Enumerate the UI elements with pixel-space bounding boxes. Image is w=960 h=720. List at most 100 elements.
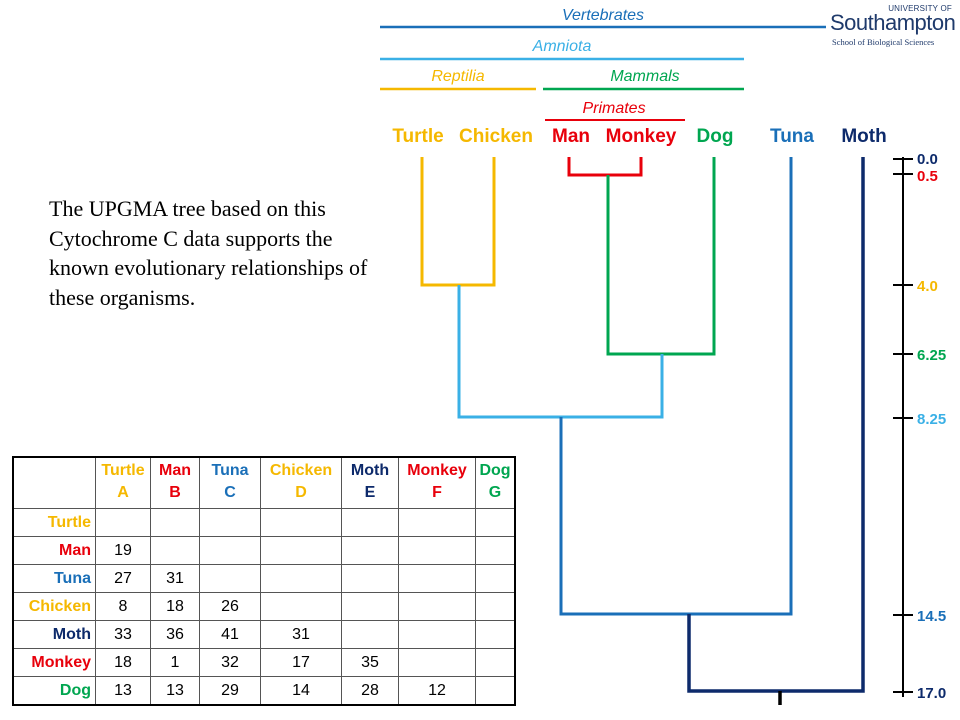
table-cell — [260, 592, 342, 621]
table-cell: 29 — [199, 676, 261, 706]
table-cell — [475, 620, 516, 649]
logo-university-of: UNIVERSITY OF — [888, 4, 952, 13]
table-cell — [150, 508, 200, 537]
row-header: Man — [12, 536, 96, 565]
table-cell — [398, 564, 476, 593]
column-name: Turtle — [101, 462, 145, 479]
table-cell — [475, 508, 516, 537]
table-cell — [475, 564, 516, 593]
leaf-label-moth: Moth — [841, 126, 886, 147]
table-cell: 18 — [95, 648, 151, 677]
leaf-label-chicken: Chicken — [459, 126, 533, 147]
table-cell: 33 — [95, 620, 151, 649]
table-cell — [150, 536, 200, 565]
scale-label-4-0: 4.0 — [917, 278, 938, 295]
column-name: Tuna — [211, 462, 249, 479]
branch-turtle-chicken — [420, 157, 496, 287]
table-cell — [341, 592, 399, 621]
row-header: Tuna — [12, 564, 96, 593]
table-cell — [398, 536, 476, 565]
table-cell — [475, 536, 516, 565]
logo-name: Southampton — [830, 10, 956, 35]
table-cell — [341, 536, 399, 565]
university-logo: UNIVERSITY OF Southampton School of Biol… — [826, 4, 956, 48]
table-cell — [199, 536, 261, 565]
table-row: Turtle — [12, 508, 516, 537]
table-cell — [398, 648, 476, 677]
branch-root — [687, 157, 865, 693]
branch-man-monkey — [567, 157, 643, 177]
column-letter: B — [169, 484, 181, 501]
table-cell — [398, 508, 476, 537]
table-cell — [95, 508, 151, 537]
row-header: Turtle — [12, 508, 96, 537]
leaf-label-man: Man — [552, 126, 590, 147]
column-letter: A — [117, 484, 129, 501]
leaf-label-tuna: Tuna — [770, 126, 814, 147]
row-header: Dog — [12, 676, 96, 706]
table-cell: 12 — [398, 676, 476, 706]
column-letter: G — [488, 484, 502, 501]
column-letter: E — [364, 484, 376, 501]
branch-vertebrates — [559, 157, 793, 616]
table-cell — [341, 508, 399, 537]
clade-label-primates: Primates — [582, 100, 645, 117]
clade-label-reptilia: Reptilia — [431, 68, 484, 85]
scale-label-0-5: 0.5 — [917, 168, 938, 185]
column-name: Moth — [350, 462, 390, 479]
scale-label-17-0: 17.0 — [917, 685, 946, 702]
column-letter: C — [224, 484, 236, 501]
table-corner — [12, 456, 96, 509]
table-cell — [475, 676, 516, 706]
table-cell — [260, 508, 342, 537]
table-cell — [199, 508, 261, 537]
table-cell — [398, 620, 476, 649]
clade-label-mammals: Mammals — [610, 68, 679, 85]
table-cell: 19 — [95, 536, 151, 565]
clade-label-vertebrates: Vertebrates — [562, 7, 644, 24]
table-cell: 13 — [150, 676, 200, 706]
table-cell: 8 — [95, 592, 151, 621]
table-cell: 26 — [199, 592, 261, 621]
table-cell: 27 — [95, 564, 151, 593]
table-cell: 31 — [260, 620, 342, 649]
column-letter: D — [295, 484, 307, 501]
row-header: Monkey — [12, 648, 96, 677]
row-header: Moth — [12, 620, 96, 649]
column-name: Dog — [479, 462, 511, 479]
table-cell — [260, 536, 342, 565]
leaf-label-monkey: Monkey — [606, 126, 677, 147]
table-cell — [475, 592, 516, 621]
table-cell: 31 — [150, 564, 200, 593]
scale-label-14-5: 14.5 — [917, 608, 946, 625]
branch-amniota — [457, 285, 664, 419]
column-letter: F — [432, 484, 442, 501]
column-name: Man — [159, 462, 191, 479]
table-cell: 35 — [341, 648, 399, 677]
table-cell — [341, 564, 399, 593]
logo-school: School of Biological Sciences — [832, 37, 935, 47]
scale-label-6-25: 6.25 — [917, 347, 946, 364]
table-cell: 36 — [150, 620, 200, 649]
branch-primates-dog — [606, 157, 716, 356]
table-cell — [260, 564, 342, 593]
table-cell: 1 — [150, 648, 200, 677]
table-cell: 41 — [199, 620, 261, 649]
row-header: Chicken — [12, 592, 96, 621]
table-cell — [199, 564, 261, 593]
table-cell: 14 — [260, 676, 342, 706]
table-cell — [341, 620, 399, 649]
table-cell: 17 — [260, 648, 342, 677]
